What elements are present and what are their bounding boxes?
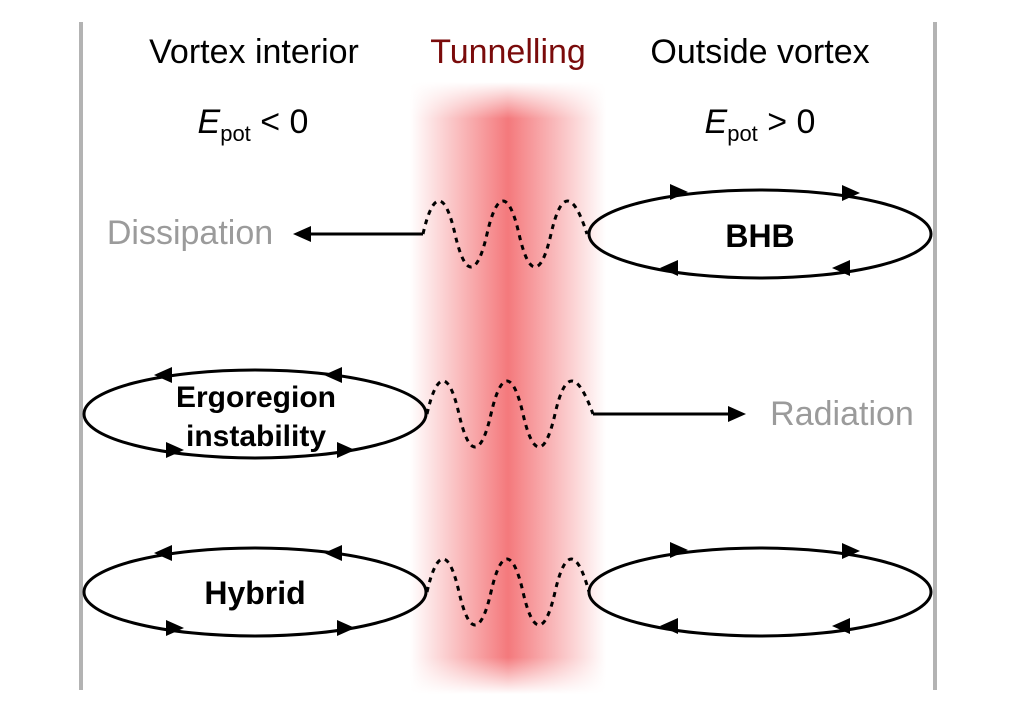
tunnel-wave-row3 [425, 557, 591, 627]
hybrid-right-arrow-bottom-right [832, 618, 850, 634]
hybrid-left-orbit [82, 546, 428, 638]
condition-left-subscript: pot [220, 121, 251, 146]
hybrid-left-arrow-bottom-right [337, 620, 355, 636]
hybrid-right-arrow-top-left [670, 542, 688, 558]
condition-right-symbol: E [705, 103, 728, 141]
condition-right-relation: > 0 [758, 103, 816, 141]
condition-right: Epot > 0 [705, 103, 816, 146]
radiation-label: Radiation [770, 395, 914, 433]
ergoregion-orbit [82, 368, 428, 460]
hybrid-left-arrow-bottom-left [166, 620, 184, 636]
ergoregion-label-line1: Ergoregion [176, 381, 336, 414]
hybrid-right-arrow-top-right [842, 543, 860, 559]
bhb-orbit [587, 188, 933, 280]
bhb-orbit-arrow-bottom-left [660, 260, 678, 276]
header-outside-vortex: Outside vortex [650, 33, 869, 71]
hybrid-left-arrow-top-left [154, 545, 172, 561]
ergoregion-orbit-arrow-top-right [324, 367, 342, 383]
bhb-orbit-arrow-top-left [670, 184, 688, 200]
hybrid-right-arrow-bottom-left [660, 618, 678, 634]
header-tunnelling: Tunnelling [430, 33, 586, 71]
condition-left-symbol: E [198, 103, 221, 141]
ergoregion-orbit-arrow-bottom-right [337, 442, 355, 458]
ergoregion-orbit-arrow-bottom-left [166, 442, 184, 458]
header-vortex-interior: Vortex interior [149, 33, 359, 71]
bhb-orbit-arrow-top-right [842, 185, 860, 201]
hybrid-left-arrow-top-right [324, 545, 342, 561]
tunnel-wave-row1 [421, 199, 589, 269]
dissipation-arrowhead [293, 226, 311, 242]
hybrid-right-orbit [587, 546, 933, 638]
radiation-arrowhead [728, 406, 746, 422]
tunnelling-band-fade [410, 82, 606, 694]
bhb-label: BHB [725, 218, 794, 254]
condition-right-subscript: pot [727, 121, 758, 146]
dissipation-label: Dissipation [107, 214, 273, 252]
ergoregion-label-line2: instability [186, 420, 326, 453]
hybrid-label: Hybrid [204, 575, 305, 611]
condition-left-relation: < 0 [251, 103, 309, 141]
tunnel-wave-row2 [425, 379, 595, 449]
ergoregion-orbit-arrow-top-left [154, 367, 172, 383]
bhb-orbit-arrow-bottom-right [832, 260, 850, 276]
condition-left: Epot < 0 [198, 103, 309, 146]
